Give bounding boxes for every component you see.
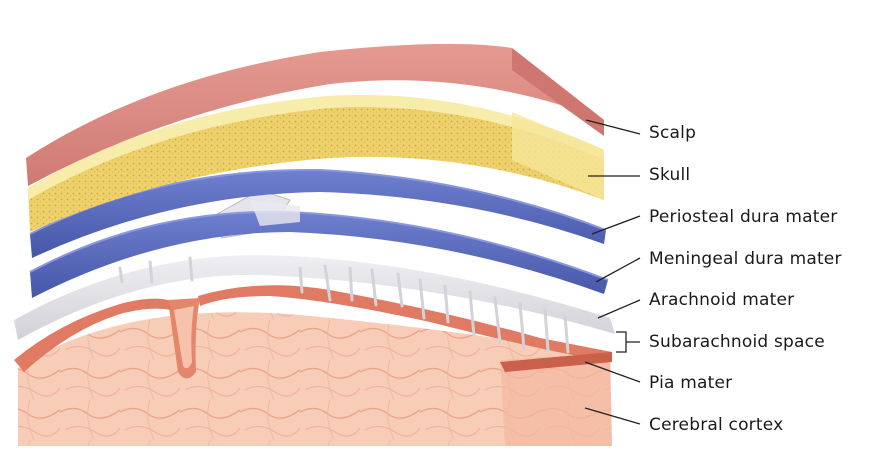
label-subarachnoid-space: Subarachnoid space	[649, 332, 825, 352]
leader-pia	[584, 361, 641, 383]
label-arachnoid-mater: Arachnoid mater	[649, 290, 795, 310]
leader-arachnoid	[597, 299, 641, 319]
leader-scalp	[585, 119, 641, 135]
leader-subarachnoid-bracket	[616, 331, 640, 353]
label-scalp: Scalp	[649, 123, 697, 143]
leader-periosteal	[591, 215, 641, 235]
label-periosteal-dura-mater: Periosteal dura mater	[649, 207, 838, 227]
label-cerebral-cortex: Cerebral cortex	[649, 415, 784, 435]
label-meningeal-dura-mater: Meningeal dura mater	[649, 249, 842, 269]
cerebral-cortex-layer	[18, 298, 612, 446]
pia-mater-layer	[14, 285, 612, 372]
leader-lines	[584, 119, 641, 425]
leader-meningeal	[595, 257, 641, 283]
label-skull: Skull	[649, 165, 691, 185]
scalp-layer	[26, 43, 604, 186]
leader-cortex	[584, 407, 641, 425]
skull-layer	[28, 95, 604, 232]
label-pia-mater: Pia mater	[649, 373, 733, 393]
